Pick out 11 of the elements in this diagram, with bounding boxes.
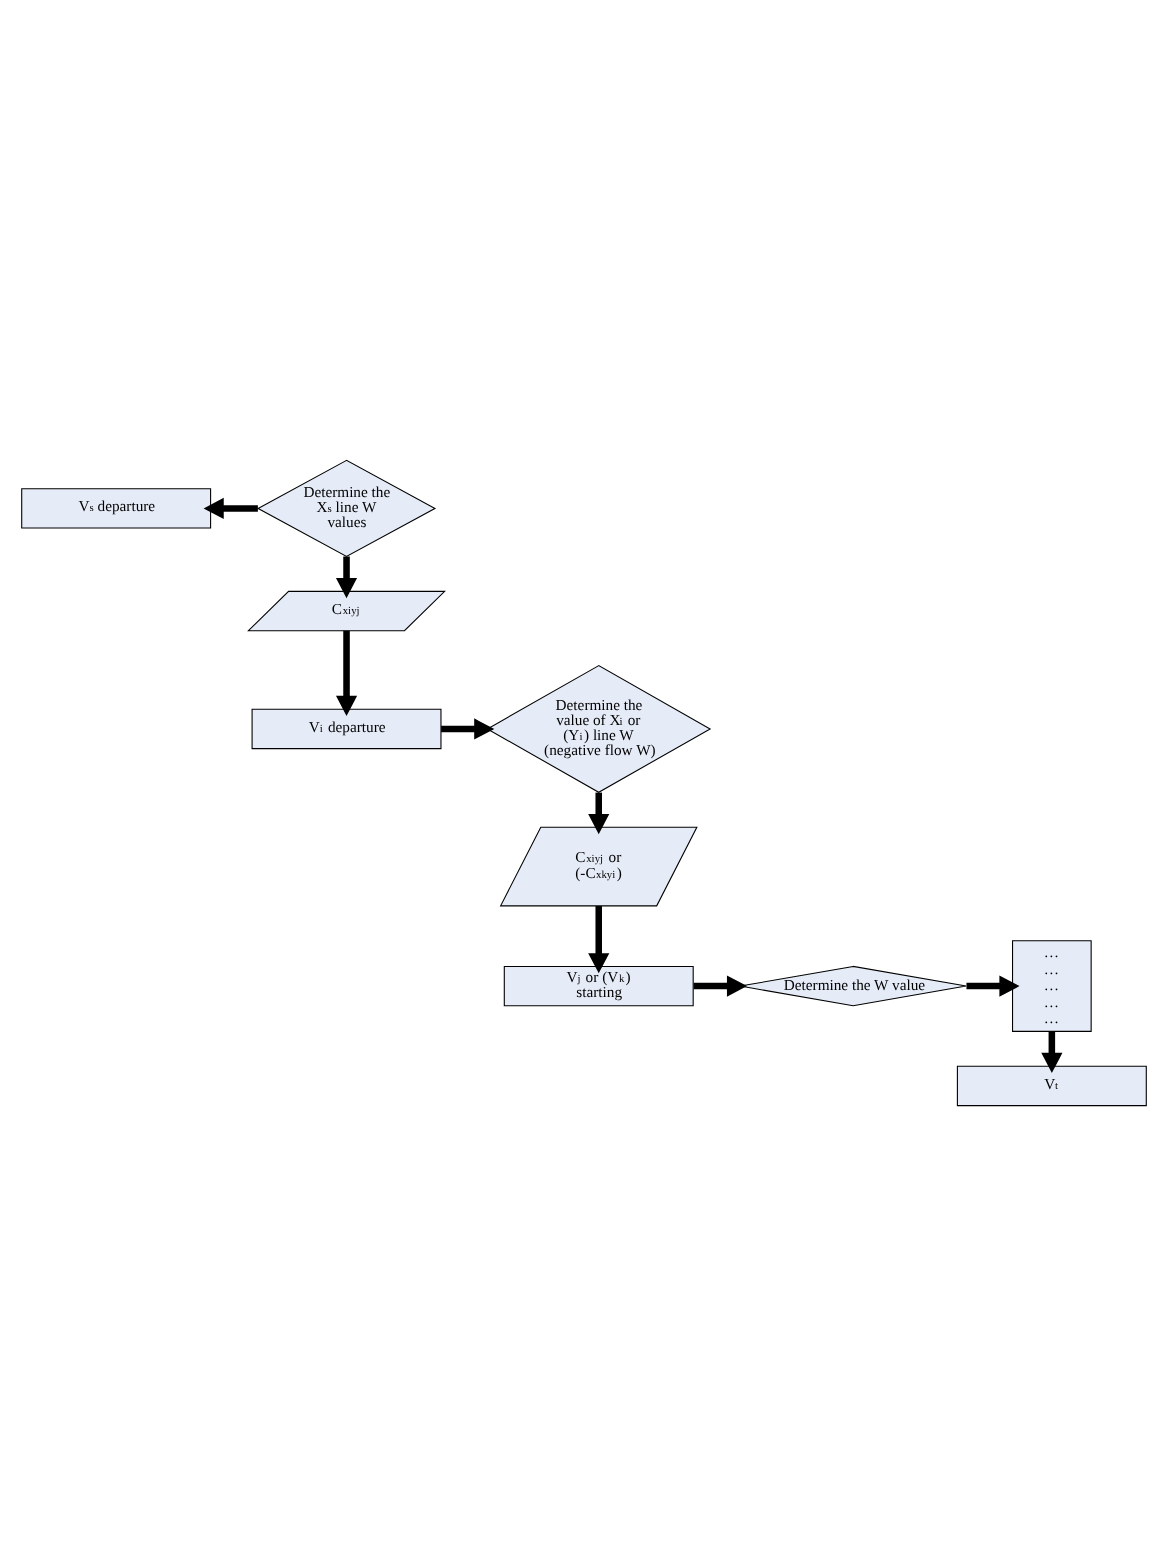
arrow <box>966 974 1020 996</box>
arrow <box>335 555 358 598</box>
arrow <box>1041 1030 1063 1072</box>
arrow <box>588 791 610 834</box>
node-box: … … … … … <box>1012 939 1092 1031</box>
node-diamond: Determine the W value <box>739 964 967 1006</box>
arrow <box>693 974 748 996</box>
arrow <box>441 717 495 739</box>
arrow <box>203 496 258 518</box>
arrow <box>335 629 358 715</box>
arrow <box>588 905 610 973</box>
